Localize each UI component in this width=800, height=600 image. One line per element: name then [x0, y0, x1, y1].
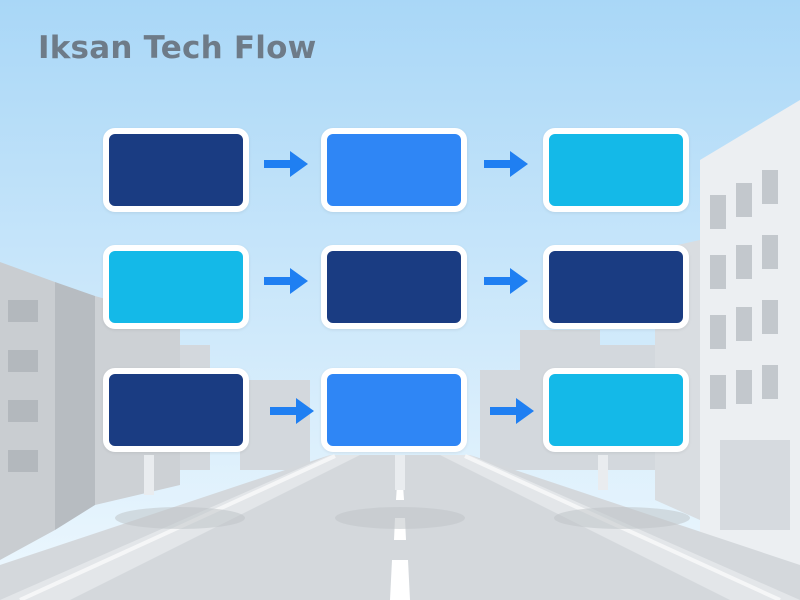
arrow-right-icon	[484, 268, 528, 294]
arrow-right-icon	[264, 268, 308, 294]
flow-node-r3-c2	[321, 368, 467, 452]
arrow-right-icon	[484, 151, 528, 177]
flow-node-r1-c3	[543, 128, 689, 212]
flow-node-r2-c1	[103, 245, 249, 329]
flow-node-r1-c1	[103, 128, 249, 212]
flow-node-r2-c2	[321, 245, 467, 329]
flow-node-r3-c3	[543, 368, 689, 452]
page-title: Iksan Tech Flow	[38, 30, 317, 66]
flow-node-r3-c1	[103, 368, 249, 452]
sign-posts	[115, 455, 690, 529]
arrow-right-icon	[264, 151, 308, 177]
flow-node-r2-c3	[543, 245, 689, 329]
arrow-right-icon	[270, 398, 314, 424]
flow-node-r1-c2	[321, 128, 467, 212]
arrow-right-icon	[490, 398, 534, 424]
